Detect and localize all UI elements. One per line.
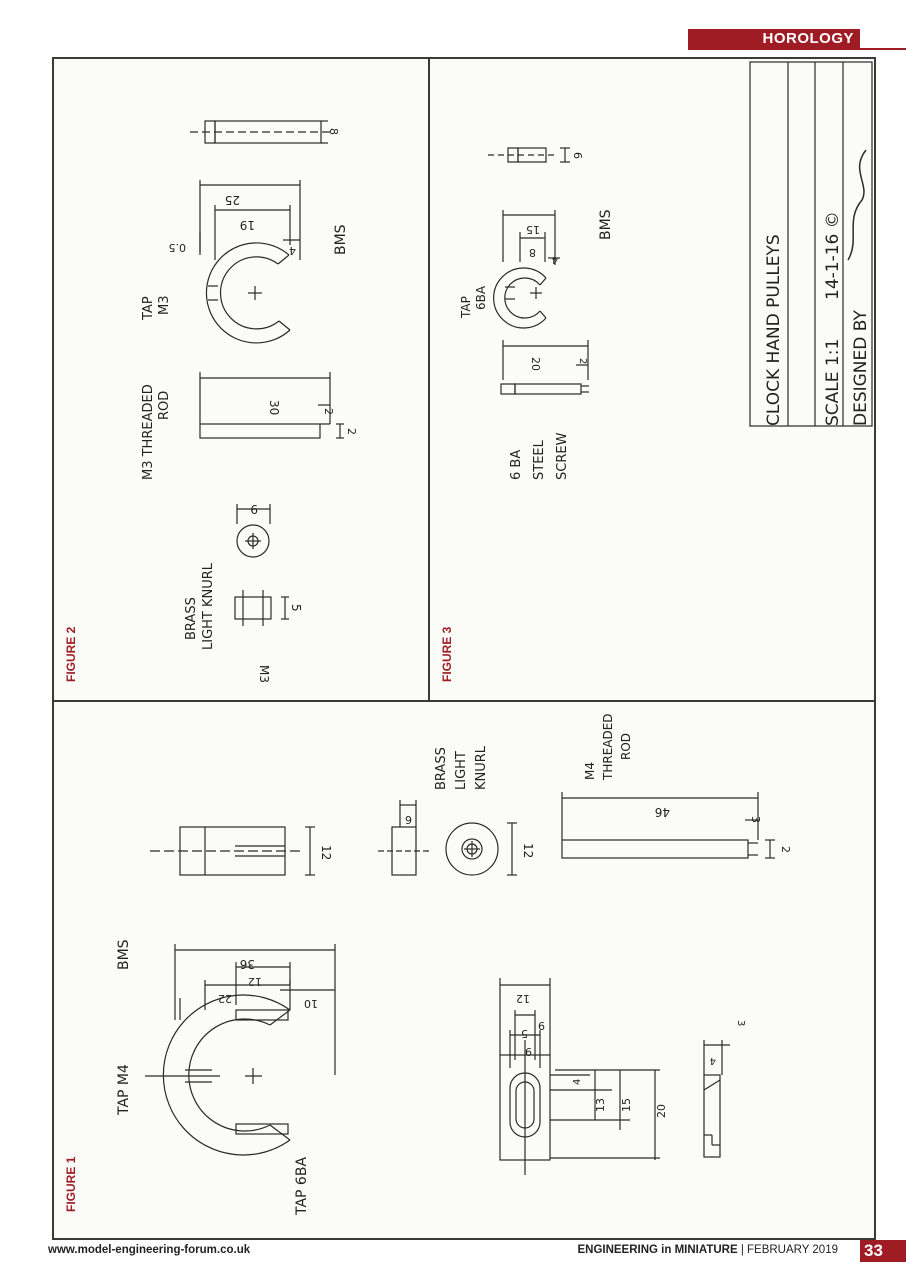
fig3-small-screw (488, 147, 570, 163)
fig1-light-label: LIGHT (454, 751, 469, 790)
footer-website: www.model-engineering-forum.co.uk (48, 1244, 251, 1256)
title-block (749, 61, 873, 427)
section-tag: HOROLOGY (688, 29, 860, 48)
fig1-dim-10: 10 (304, 997, 318, 1010)
fig3-steel-screw (500, 340, 589, 395)
fig3-screw-label: SCREW (555, 432, 570, 480)
fig2-m3-small-label: M3 (257, 665, 271, 683)
fig1-dim-46: 46 (655, 805, 670, 819)
title-block-designed-by: DESIGNED BY (851, 310, 871, 426)
fig1-dim-5: 5 (521, 1027, 528, 1040)
fig1-dim-3: 3 (749, 816, 762, 823)
fig2-dim-2a: 2 (322, 408, 335, 415)
fig3-dim-6: 6 (571, 152, 584, 159)
fig1-dim-12c: 12 (521, 843, 535, 858)
fig1-dim-4: 4 (572, 1079, 583, 1085)
fig2-small-screw (190, 120, 330, 144)
fig2-dim-4: 4 (289, 244, 296, 257)
fig3-bms-label: BMS (598, 209, 614, 240)
fig1-dim-12b: 12 (319, 845, 333, 860)
fig1-dim-4b: 4 (710, 1055, 716, 1066)
fig3-dim-8: 8 (529, 246, 536, 259)
fig1-dim-3b: 3 (735, 1020, 746, 1026)
fig1-threaded-rod (561, 792, 775, 859)
fig3-c-ring (493, 210, 560, 329)
fig3-dim-15: 15 (526, 223, 540, 236)
footer-magazine: ENGINEERING in MINIATURE | FEBRUARY 2019 (577, 1244, 838, 1256)
sheet-divider-vertical (428, 59, 430, 701)
fig1-dim-20: 20 (655, 1104, 668, 1118)
fig2-dim-5: 5 (289, 604, 303, 612)
fig1-tap-6ba-label: TAP 6BA (294, 1157, 310, 1216)
footer-issue: | FEBRUARY 2019 (740, 1244, 838, 1256)
fig2-dim-30: 30 (267, 400, 281, 415)
fig2-dim-2b: 2 (345, 428, 358, 435)
fig2-knurled-nut (234, 504, 289, 626)
fig2-dim-25: 25 (225, 193, 240, 207)
fig1-slotted-plate (499, 978, 660, 1175)
fig2-c-ring (199, 180, 301, 344)
section-rule (688, 48, 906, 50)
designer-signature (847, 149, 867, 261)
fig2-threaded-rod (199, 372, 344, 439)
fig3-6ba-label: 6BA (474, 285, 488, 310)
fig1-knurl-label: KNURL (474, 745, 489, 790)
fig3-tap-label: TAP (459, 296, 473, 319)
fig1-dim-12d: 12 (516, 992, 530, 1005)
fig1-rod-label: ROD (619, 733, 633, 760)
fig2-rod-label: ROD (157, 391, 172, 420)
fig1-m4-label: M4 (583, 762, 597, 780)
fig1-side-plate (703, 1040, 730, 1158)
title-block-title: CLOCK HAND PULLEYS (764, 234, 784, 426)
fig1-dim-9b: 9 (525, 1045, 532, 1058)
title-block-date: 14-1-16 © (823, 211, 843, 300)
fig2-tap-label: TAP (141, 296, 156, 321)
fig3-dim-2: 2 (577, 358, 588, 364)
fig1-dim-6: 6 (405, 813, 412, 826)
fig2-knurl-label: LIGHT KNURL (201, 562, 216, 650)
fig3-dim-20: 20 (529, 357, 542, 371)
drawing-sheet (52, 57, 876, 1240)
fig2-dim-9: 9 (250, 502, 258, 516)
fig1-brass-label: BRASS (434, 747, 449, 790)
fig1-threaded-label: THREADED (601, 713, 615, 781)
fig1-dim-22: 22 (218, 992, 232, 1005)
fig1-dim-9a: 9 (538, 1019, 545, 1032)
fig2-dim-05: 0.5 (169, 241, 187, 254)
fig2-m3-label: M3 (157, 296, 172, 316)
fig1-dim-2: 2 (779, 846, 792, 853)
fig2-dim-19: 19 (240, 218, 255, 232)
fig1-dim-12a: 12 (248, 975, 262, 988)
fig2-bms-label: BMS (333, 224, 349, 255)
page-number: 33 (860, 1240, 906, 1262)
fig2-brass-label: BRASS (184, 597, 199, 640)
fig1-c-ring (145, 944, 336, 1156)
fig1-knurled-nut (378, 800, 517, 876)
footer-magazine-name: ENGINEERING in MINIATURE (577, 1244, 738, 1256)
title-block-scale: SCALE 1:1 (823, 339, 843, 426)
fig1-dim-36: 36 (240, 957, 255, 971)
fig3-screw-6ba: 6 BA (509, 450, 524, 480)
sheet-divider-horizontal (52, 700, 876, 702)
fig1-tap-m4-label: TAP M4 (116, 1064, 132, 1116)
fig1-bms-label: BMS (116, 939, 132, 970)
fig1-dim-15: 15 (620, 1098, 633, 1112)
fig2-dim-8: 8 (327, 128, 340, 135)
fig3-dim-4: 4 (552, 254, 558, 265)
fig1-sleeve (150, 826, 315, 876)
fig3-steel-label: STEEL (532, 439, 547, 480)
fig1-dim-13: 13 (594, 1098, 607, 1112)
fig2-threaded-label: M3 THREADED (141, 384, 156, 480)
